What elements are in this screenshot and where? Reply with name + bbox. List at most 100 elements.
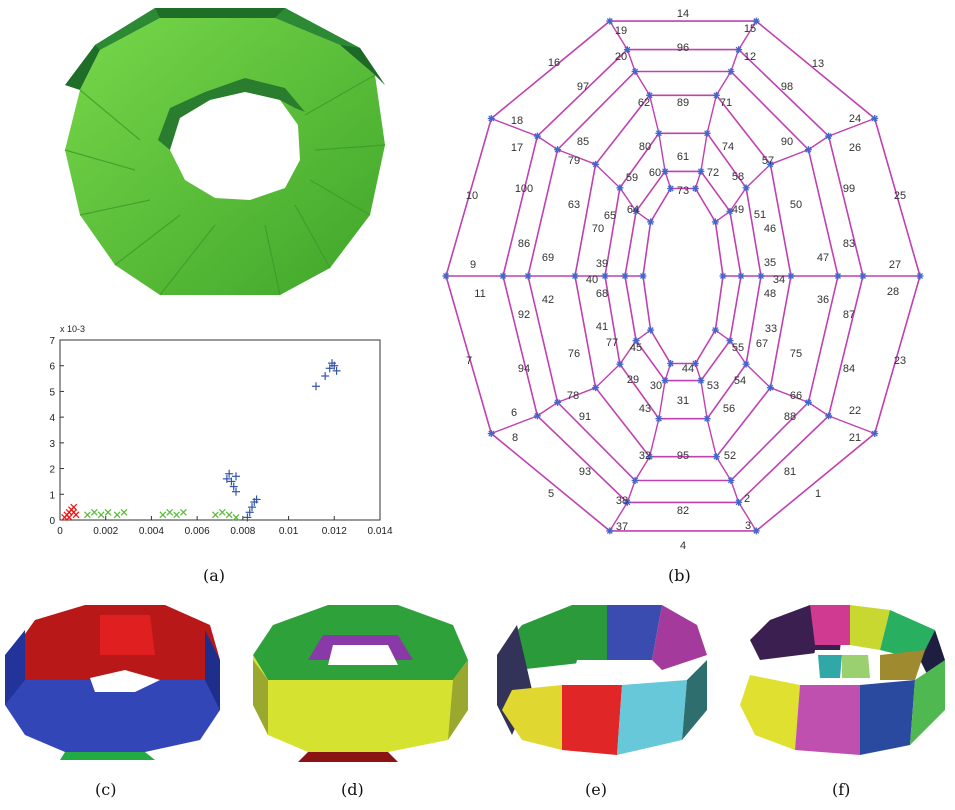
graph-edge: [828, 415, 875, 435]
edge-label: 46: [764, 223, 776, 235]
graph-node: [442, 272, 450, 280]
y-tick-label: 2: [49, 465, 55, 476]
graph-node: [639, 272, 647, 280]
graph-node: [631, 476, 639, 484]
edge-label: 37: [616, 521, 628, 533]
graph-edge: [557, 148, 596, 165]
graph-edge: [491, 415, 538, 435]
edge-label: 73: [677, 185, 689, 197]
data-point: [120, 508, 128, 516]
y-tick-label: 4: [49, 413, 55, 424]
graph-node: [647, 326, 655, 334]
edge-label: 69: [542, 252, 554, 264]
graph-edge: [730, 480, 740, 503]
edge-label: 36: [817, 294, 829, 306]
edge-label: 87: [843, 309, 855, 321]
edge-label: 81: [784, 466, 796, 478]
graph-node: [632, 207, 640, 215]
edge-label: 21: [849, 432, 861, 444]
data-point: [104, 508, 112, 516]
edge-label: 82: [677, 505, 689, 517]
data-point: [222, 474, 231, 483]
edge-label: 52: [724, 450, 736, 462]
graph-edge: [694, 171, 702, 189]
graph-node: [859, 272, 867, 280]
graph-node: [712, 91, 720, 99]
graph-node: [742, 184, 750, 192]
edge-label: 57: [762, 155, 774, 167]
edge-label: 40: [586, 274, 598, 286]
graph-node: [499, 272, 507, 280]
edge-label: 63: [568, 199, 580, 211]
graph-node: [804, 398, 812, 406]
edge-label: 93: [579, 466, 591, 478]
graph-node: [787, 272, 795, 280]
edge-label: 74: [722, 141, 734, 153]
data-point: [232, 514, 240, 521]
graph-node: [737, 272, 745, 280]
data-point: [330, 361, 339, 370]
x-tick-label: 0.008: [230, 526, 255, 537]
torus-render-f: [740, 605, 945, 755]
edge-label: 9: [470, 259, 476, 271]
edge-label: 64: [627, 204, 639, 216]
edge-label: 38: [616, 495, 628, 507]
torus-render-c: [5, 605, 220, 760]
data-point: [232, 472, 240, 481]
data-point: [243, 513, 252, 522]
graph-edge: [729, 340, 747, 365]
data-point: [212, 511, 219, 519]
graph-edge: [729, 187, 747, 212]
y-tick-label: 5: [49, 387, 55, 398]
graph-node: [554, 146, 562, 154]
graph-node: [647, 218, 655, 226]
edge-label: 25: [894, 190, 906, 202]
torus-render-e: [497, 605, 707, 755]
graph-node: [606, 527, 614, 535]
graph-edge: [700, 133, 708, 172]
data-point: [180, 508, 187, 516]
graph-node: [697, 377, 705, 385]
edge-label: 86: [518, 238, 530, 250]
data-point: [159, 511, 167, 519]
graph-edge: [658, 380, 666, 419]
graph-node: [804, 146, 812, 154]
edge-label: 42: [542, 294, 554, 306]
edge-label: 79: [568, 155, 580, 167]
y-tick-label: 1: [49, 490, 55, 501]
graph-edge: [634, 456, 651, 481]
edge-label: 88: [784, 411, 796, 423]
y-tick-label: 0: [49, 516, 55, 527]
graph-edge: [634, 71, 651, 96]
edge-label: 14: [677, 8, 689, 20]
edge-label: 7: [466, 355, 472, 367]
graph-node: [661, 167, 669, 175]
edge-label: 44: [682, 363, 694, 375]
edge-label: 72: [707, 167, 719, 179]
graph-node: [757, 272, 765, 280]
graph-node: [726, 337, 734, 345]
caption-f: (f): [832, 780, 851, 799]
graph-node: [623, 46, 631, 54]
edge-label: 8: [512, 432, 518, 444]
data-point: [248, 503, 256, 512]
graph-node: [871, 430, 879, 438]
graph-edge: [706, 418, 718, 457]
graph-edge: [828, 117, 875, 137]
graph-node: [752, 527, 760, 535]
edge-label: 71: [720, 97, 732, 109]
graph-edge: [700, 380, 708, 419]
edge-label: 33: [765, 323, 777, 335]
graph-node: [667, 359, 675, 367]
torus-render-a: [64, 8, 386, 296]
data-point: [218, 508, 226, 516]
edge-label: 54: [734, 375, 746, 387]
graph-node: [533, 412, 541, 420]
edge-label: 31: [677, 395, 689, 407]
edge-label: 59: [626, 172, 638, 184]
torus-render-d: [253, 605, 468, 762]
graph-node: [623, 498, 631, 506]
edge-label: 5: [548, 488, 554, 500]
